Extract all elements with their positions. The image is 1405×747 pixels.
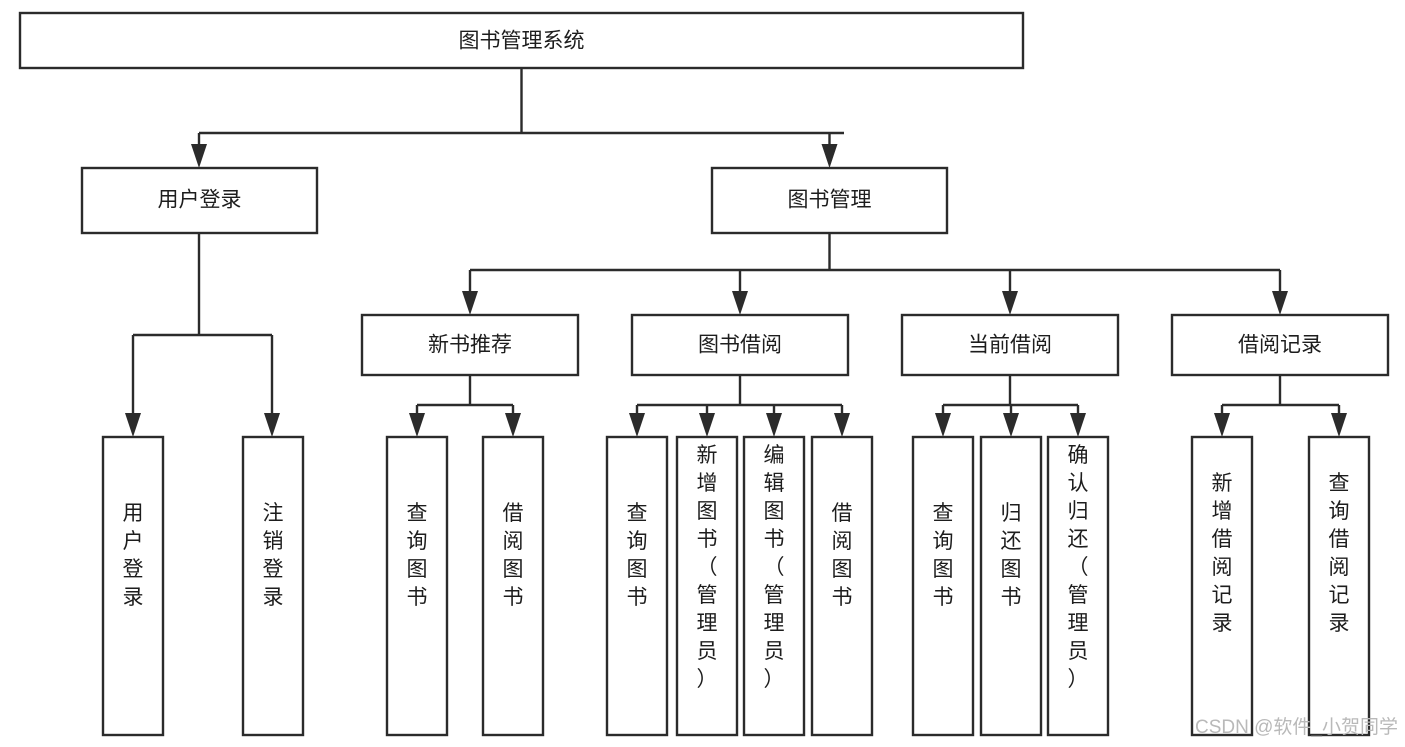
node-leaf-user-login-box[interactable] xyxy=(101,435,165,737)
arrow-leaf-logout xyxy=(264,413,280,437)
node-leaf-query-book-1-label: 查询图书 xyxy=(407,502,428,609)
arrow-leaf-borrow-book-1 xyxy=(505,413,521,437)
arrow-leaf-user-login xyxy=(125,413,141,437)
node-leaf-edit-book-box[interactable] xyxy=(742,435,806,737)
arrow-leaf-query-book-1 xyxy=(409,413,425,437)
node-book-borrow[interactable]: 图书借阅 xyxy=(630,313,850,377)
arrow-leaf-confirm-return xyxy=(1070,413,1086,437)
node-leaf-return-book-box[interactable] xyxy=(979,435,1043,737)
node-borrow-record-box[interactable] xyxy=(1170,313,1390,377)
arrow-leaf-borrow-book-2 xyxy=(834,413,850,437)
node-new-book-recommend-box[interactable] xyxy=(360,313,580,377)
node-leaf-logout-label: 注销登录 xyxy=(263,502,284,609)
node-leaf-query-record-label: 查询借阅记录 xyxy=(1329,472,1350,635)
node-current-borrow-label: 当前借阅 xyxy=(968,334,1052,357)
node-leaf-edit-book-label: 编辑图书（管理员） xyxy=(764,444,785,691)
node-book-management-label: 图书管理 xyxy=(788,189,872,212)
node-new-book-recommend-label: 新书推荐 xyxy=(428,334,512,357)
arrow-leaf-return-book xyxy=(1003,413,1019,437)
node-leaf-query-book-3[interactable]: 查询图书 xyxy=(911,435,975,737)
node-leaf-borrow-book-1-label: 借阅图书 xyxy=(503,502,524,609)
node-leaf-add-book-box[interactable] xyxy=(675,435,739,737)
node-leaf-borrow-book-2[interactable]: 借阅图书 xyxy=(810,435,874,737)
node-leaf-add-book[interactable]: 新增图书（管理员） xyxy=(675,435,739,737)
node-current-borrow-box[interactable] xyxy=(900,313,1120,377)
arrow-leaf-query-book-3 xyxy=(935,413,951,437)
arrow-user-login xyxy=(191,144,207,168)
arrow-leaf-query-book-2 xyxy=(629,413,645,437)
arrow-book-management xyxy=(821,144,838,168)
node-root[interactable]: 图书管理系统 xyxy=(18,11,1025,70)
arrow-leaf-edit-book xyxy=(766,413,782,437)
node-leaf-add-book-label: 新增图书（管理员） xyxy=(697,444,718,691)
node-leaf-user-login[interactable]: 用户登录 xyxy=(101,435,165,737)
node-leaf-query-record[interactable]: 查询借阅记录 xyxy=(1307,435,1371,737)
arrow-leaf-add-record xyxy=(1214,413,1230,437)
node-new-book-recommend[interactable]: 新书推荐 xyxy=(360,313,580,377)
node-leaf-borrow-book-1-box[interactable] xyxy=(481,435,545,737)
arrow-current-borrow xyxy=(1002,291,1018,315)
node-root-label: 图书管理系统 xyxy=(459,30,585,53)
arrow-borrow-record xyxy=(1272,291,1288,315)
node-leaf-query-book-2[interactable]: 查询图书 xyxy=(605,435,669,737)
node-user-login[interactable]: 用户登录 xyxy=(80,166,319,235)
node-leaf-confirm-return-label: 确认归还（管理员） xyxy=(1068,444,1089,691)
arrow-new-book-recommend xyxy=(462,291,478,315)
node-book-management-box[interactable] xyxy=(710,166,949,235)
node-leaf-query-book-3-label: 查询图书 xyxy=(933,502,954,609)
node-book-borrow-label: 图书借阅 xyxy=(698,334,782,357)
arrow-leaf-add-book xyxy=(699,413,715,437)
node-leaf-confirm-return-box[interactable] xyxy=(1046,435,1110,737)
node-leaf-query-book-1[interactable]: 查询图书 xyxy=(385,435,449,737)
node-leaf-edit-book[interactable]: 编辑图书（管理员） xyxy=(742,435,806,737)
node-borrow-record[interactable]: 借阅记录 xyxy=(1170,313,1390,377)
node-user-login-label: 用户登录 xyxy=(158,189,242,212)
node-leaf-logout[interactable]: 注销登录 xyxy=(241,435,305,737)
connector-group-user-login-to-leaves xyxy=(125,233,280,437)
node-user-login-box[interactable] xyxy=(80,166,319,235)
node-leaf-borrow-book-1[interactable]: 借阅图书 xyxy=(481,435,545,737)
node-leaf-confirm-return[interactable]: 确认归还（管理员） xyxy=(1046,435,1110,737)
node-leaf-query-book-1-box[interactable] xyxy=(385,435,449,737)
arrow-leaf-query-record xyxy=(1331,413,1347,437)
csdn-watermark: CSDN @软件_小贺同学 xyxy=(1195,716,1398,738)
node-leaf-add-record-box[interactable] xyxy=(1190,435,1254,737)
connector-group-book-borrow-to-leaves xyxy=(629,375,850,437)
connector-group-new-book-to-leaves xyxy=(409,375,521,437)
node-borrow-record-label: 借阅记录 xyxy=(1238,334,1322,357)
connector-group-root-to-level2 xyxy=(191,68,844,168)
node-leaf-logout-box[interactable] xyxy=(241,435,305,737)
connector-group-current-borrow-to-leaves xyxy=(935,375,1086,437)
node-leaf-query-book-2-label: 查询图书 xyxy=(627,502,648,609)
node-leaf-borrow-book-2-label: 借阅图书 xyxy=(832,502,853,609)
node-book-management[interactable]: 图书管理 xyxy=(710,166,949,235)
arrow-book-borrow xyxy=(732,291,748,315)
node-leaf-query-book-3-box[interactable] xyxy=(911,435,975,737)
node-leaf-query-book-2-box[interactable] xyxy=(605,435,669,737)
connector-group-borrow-record-to-leaves xyxy=(1214,375,1347,437)
connector-group-book-management-to-level3 xyxy=(462,233,1288,315)
node-leaf-user-login-label: 用户登录 xyxy=(123,502,144,609)
node-current-borrow[interactable]: 当前借阅 xyxy=(900,313,1120,377)
node-root-box[interactable] xyxy=(18,11,1025,70)
node-leaf-add-record-label: 新增借阅记录 xyxy=(1212,472,1233,635)
node-leaf-borrow-book-2-box[interactable] xyxy=(810,435,874,737)
node-leaf-return-book-label: 归还图书 xyxy=(1001,502,1022,609)
node-book-borrow-box[interactable] xyxy=(630,313,850,377)
node-leaf-add-record[interactable]: 新增借阅记录 xyxy=(1190,435,1254,737)
node-leaf-return-book[interactable]: 归还图书 xyxy=(979,435,1043,737)
node-leaf-query-record-box[interactable] xyxy=(1307,435,1371,737)
